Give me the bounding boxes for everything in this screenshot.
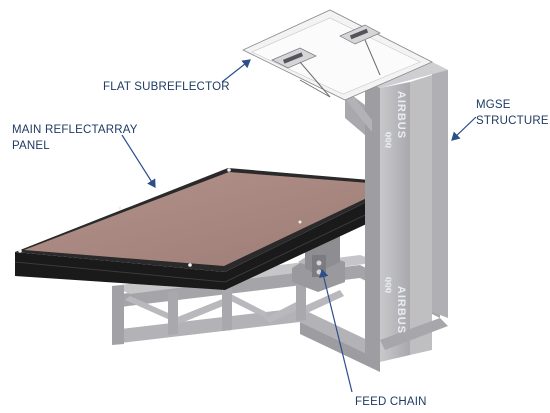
label-feed-chain: FEED CHAIN: [355, 396, 427, 408]
label-main-reflectarray-line1: MAIN REFLECTARRAY: [12, 124, 138, 136]
label-mgse-line2: STRUCTURE: [476, 115, 549, 127]
arrow-flat-subreflector: [221, 59, 251, 83]
arrow-mgse-structure: [451, 116, 477, 141]
arrow-main-reflectarray: [121, 134, 156, 189]
brand-name-lower: AIRBUS: [395, 286, 407, 334]
flat-subreflector: [242, 9, 433, 101]
label-flat-subreflector: FLAT SUBREFLECTOR: [103, 81, 230, 93]
arrow-feed-chain: [319, 268, 353, 393]
label-mgse-line1: MGSE: [476, 99, 511, 111]
brand-mark-upper: ℚℚℚ: [384, 132, 392, 149]
brand-name-upper: AIRBUS: [395, 91, 407, 139]
brand-mark-lower: ℚℚℚ: [384, 277, 392, 294]
label-main-reflectarray-line2: PANEL: [12, 140, 50, 152]
label-arrows: [121, 59, 477, 393]
